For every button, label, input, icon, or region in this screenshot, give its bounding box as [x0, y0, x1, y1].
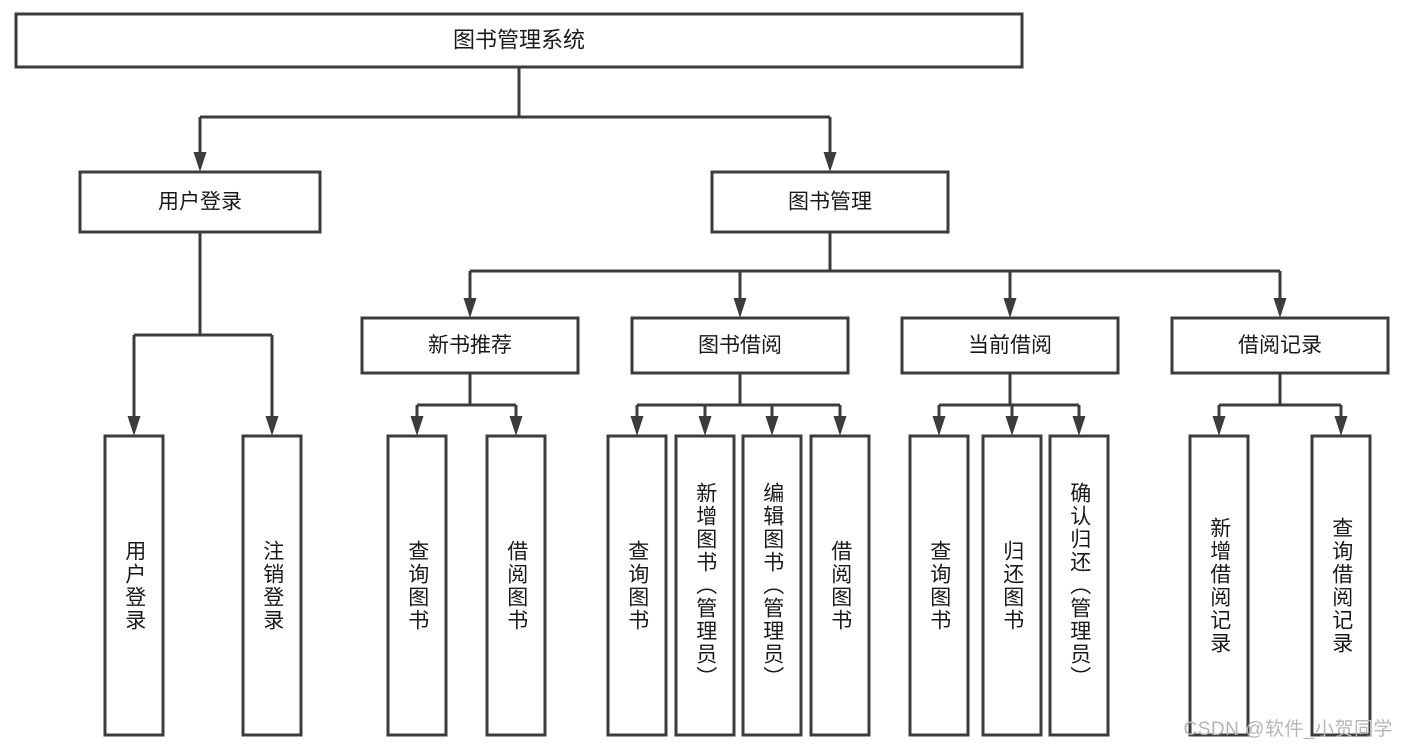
leaf-leaf-edit-book[interactable]: [741, 434, 803, 737]
leaf-leaf-borrow-book-rec[interactable]: [485, 434, 547, 737]
label-book-borrow: 图书借阅: [698, 334, 782, 357]
leaf-leaf-query-book-current[interactable]: [908, 434, 970, 737]
connectors-layer: [127, 67, 1348, 436]
node-new-book-rec[interactable]: [360, 316, 580, 375]
leaf-leaf-return-book[interactable]: [981, 434, 1043, 737]
leaf-leaf-logout[interactable]: [241, 434, 303, 737]
arrow-head-icon: [698, 416, 712, 436]
label-book-manage: 图书管理: [788, 191, 872, 214]
arrow-head-icon: [1273, 298, 1287, 318]
label-new-book-rec: 新书推荐: [428, 334, 512, 357]
leaf-leaf-user-login[interactable]: [103, 434, 165, 737]
connector-bus-user-login: [127, 232, 279, 436]
arrow-head-icon: [733, 298, 747, 318]
node-current-borrow[interactable]: [900, 316, 1120, 375]
leaf-leaf-query-record[interactable]: [1310, 434, 1372, 737]
arrow-head-icon: [1334, 416, 1348, 436]
connector-bus-new-book-rec: [410, 373, 523, 436]
connector-bus-borrow-record: [1212, 373, 1348, 436]
node-borrow-record[interactable]: [1170, 316, 1390, 375]
watermark: CSDN @软件_小贺同学: [1183, 719, 1393, 740]
arrow-head-icon: [765, 416, 779, 436]
node-user-login[interactable]: [78, 170, 322, 234]
arrow-head-icon: [1212, 416, 1226, 436]
leaf-leaf-borrow-book[interactable]: [809, 434, 871, 737]
label-borrow-record: 借阅记录: [1238, 334, 1322, 357]
arrow-head-icon: [265, 416, 279, 436]
arrow-head-icon: [1003, 298, 1017, 318]
arrow-head-icon: [630, 416, 644, 436]
arrow-head-icon: [823, 152, 837, 172]
node-book-borrow[interactable]: [630, 316, 850, 375]
label-current-borrow: 当前借阅: [968, 334, 1052, 357]
arrow-head-icon: [193, 152, 207, 172]
leaf-leaf-add-book[interactable]: [674, 434, 736, 737]
arrow-head-icon: [509, 416, 523, 436]
arrow-head-icon: [1072, 416, 1086, 436]
connector-bus-book-borrow: [630, 373, 847, 436]
label-root: 图书管理系统: [453, 27, 585, 52]
leaf-leaf-confirm-return[interactable]: [1048, 434, 1110, 737]
connector-bus-book-manage: [463, 232, 1287, 318]
leaf-leaf-query-book-borrow[interactable]: [606, 434, 668, 737]
arrow-head-icon: [932, 416, 946, 436]
connector-bus-root: [193, 67, 837, 172]
node-book-manage[interactable]: [710, 170, 950, 234]
node-root[interactable]: [14, 12, 1024, 69]
arrow-head-icon: [127, 416, 141, 436]
boxes-layer: [14, 12, 1390, 737]
arrow-head-icon: [1005, 416, 1019, 436]
arrow-head-icon: [463, 298, 477, 318]
connector-bus-current-borrow: [932, 373, 1086, 436]
label-user-login: 用户登录: [158, 191, 242, 214]
leaf-leaf-add-record[interactable]: [1188, 434, 1250, 737]
leaf-leaf-query-book-rec[interactable]: [386, 434, 448, 737]
arrow-head-icon: [833, 416, 847, 436]
arrow-head-icon: [410, 416, 424, 436]
